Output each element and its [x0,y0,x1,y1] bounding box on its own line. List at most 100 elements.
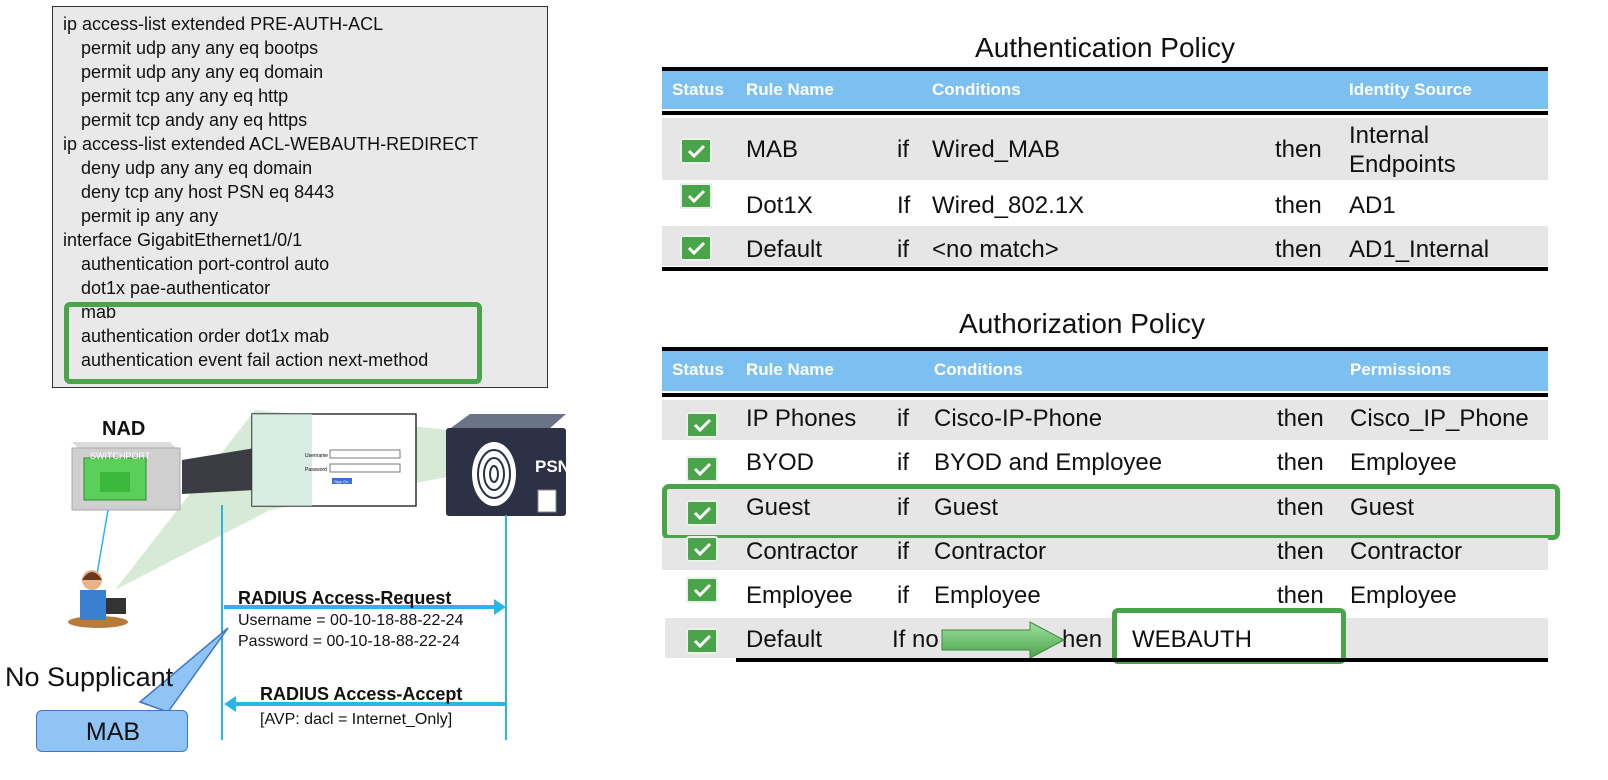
default-then-text: hen [1062,626,1103,653]
header-status: Status [672,80,724,99]
header-permissions: Permissions [1350,360,1452,379]
condition: Wired_802.1X [932,192,1085,219]
guest-row-highlight [662,484,1560,540]
identity-source: AD1 [1349,192,1396,219]
authentication-policy-title: Authentication Policy [975,32,1235,63]
accept-avp: [AVP: dacl = Internet_Only] [260,711,453,728]
checkbox-checked-icon[interactable] [686,577,718,603]
checkbox-checked-icon[interactable] [680,138,712,164]
then-keyword: then [1277,494,1324,521]
permission: Cisco_IP_Phone [1350,405,1529,432]
condition: Cisco-IP-Phone [934,405,1103,432]
checkbox-checked-icon[interactable] [686,412,718,438]
rule-name: Default [746,626,823,653]
rule-name: MAB [746,136,799,163]
right-arrow-icon [941,621,1066,659]
login-username-label: Username [305,453,328,459]
authorization-table-header: Status Rule Name Conditions Permissions [662,351,1548,391]
cable-shape [182,448,255,494]
condition: <no match> [932,236,1059,263]
then-keyword: then [1275,136,1322,163]
request-username: Username = 00-10-18-88-22-24 [238,612,464,629]
table-header-rule [662,393,1548,397]
header-status: Status [672,360,724,379]
psn-label: PSN [535,457,570,476]
auth-flow-diagram: SWITCHPORT Username Password Sign On [68,410,566,740]
then-keyword: then [1277,582,1324,609]
condition: Employee [934,582,1041,609]
condition: Wired_MAB [932,136,1061,163]
if-keyword: if [897,538,909,565]
login-password-label: Password [305,467,327,473]
header-conditions: Conditions [934,360,1023,379]
identity-source: AD1_Internal [1349,236,1490,263]
request-password: Password = 00-10-18-88-22-24 [238,633,460,650]
checkbox-checked-icon[interactable] [680,183,712,209]
config-box: ip access-list extended PRE-AUTH-ACL per… [52,6,548,388]
webauth-permission: WEBAUTH [1132,626,1252,653]
default-condition-text: If no [892,626,939,653]
switch-icon [71,442,182,511]
mab-callout-tail [138,627,229,713]
config-line: authentication port-control auto [81,254,330,274]
then-keyword: then [1275,192,1322,219]
config-line: mab [81,302,117,322]
then-keyword: then [1275,236,1322,263]
header-conditions: Conditions [932,80,1021,99]
checkbox-checked-icon[interactable] [686,628,718,654]
if-keyword: If [897,192,911,219]
table-row[interactable] [662,226,1548,266]
rule-name: Default [746,236,823,263]
table-bottom-rule [662,267,1548,271]
table-row[interactable] [662,400,1548,440]
mab-callout-label: MAB [85,718,141,746]
rule-name: IP Phones [746,405,857,432]
config-line: permit tcp any any eq http [81,86,289,106]
permission: Guest [1350,494,1415,521]
table-bottom-rule [736,658,1548,662]
identity-source: Endpoints [1349,151,1456,178]
nad-label: NAD [102,418,146,440]
checkbox-checked-icon[interactable] [686,456,718,482]
config-line: authentication order dot1x mab [81,326,330,346]
rule-name: Employee [746,582,853,609]
if-keyword: if [897,405,909,432]
permission: Contractor [1350,538,1463,565]
header-identity-source: Identity Source [1349,80,1472,99]
table-row[interactable] [662,538,1548,570]
table-row-default[interactable] [662,618,1548,658]
config-line: dot1x pae-authenticator [81,278,271,298]
if-keyword: if [897,494,909,521]
checkbox-checked-icon[interactable] [686,536,718,562]
permission: Employee [1350,582,1457,609]
authentication-table-header: Status Rule Name Conditions Identity Sou… [662,71,1548,109]
rule-name: Contractor [746,538,859,565]
request-title: RADIUS Access-Request [238,588,452,608]
permission: Employee [1350,449,1457,476]
condition: Contractor [934,538,1047,565]
rule-name: BYOD [746,449,815,476]
psn-appliance-icon [446,414,566,516]
config-line: interface GigabitEthernet1/0/1 [63,230,303,250]
table-top-rule [662,67,1548,71]
mab-callout-box [36,710,188,752]
checkbox-checked-icon[interactable] [680,235,712,261]
authorization-policy-title: Authorization Policy [959,308,1205,339]
config-line: deny tcp any host PSN eq 8443 [81,182,335,202]
checkbox-checked-icon[interactable] [686,500,718,526]
if-keyword: if [897,136,909,163]
config-line: ip access-list extended PRE-AUTH-ACL [63,14,384,34]
rule-name: Dot1X [746,192,813,219]
config-line: deny udp any any eq domain [81,158,313,178]
then-keyword: then [1277,538,1324,565]
table-row[interactable] [662,118,1548,180]
accept-title: RADIUS Access-Accept [260,684,463,704]
table-row-guest[interactable] [666,488,1556,536]
config-line: ip access-list extended ACL-WEBAUTH-REDI… [63,134,479,154]
header-rule-name: Rule Name [746,80,834,99]
login-page-icon: Username Password Sign On [251,413,417,507]
switchport-label: SWITCHPORT [90,451,151,461]
row-edge-gap [662,618,665,658]
no-supplicant-label: No Supplicant [5,662,174,692]
config-highlight-box [64,302,482,384]
